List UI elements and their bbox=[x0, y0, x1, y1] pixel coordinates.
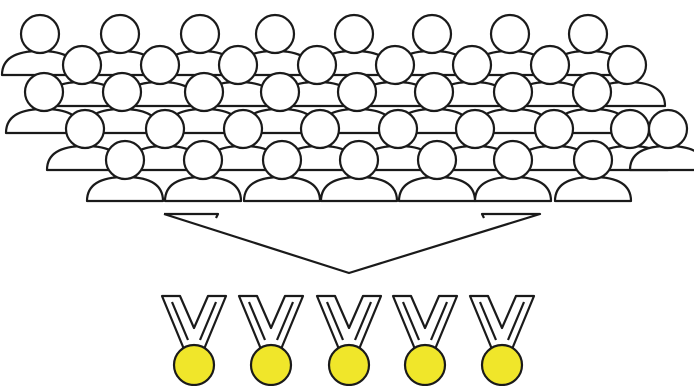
funnel-arrow-icon bbox=[163, 212, 542, 275]
person-icon bbox=[432, 44, 512, 108]
person-head bbox=[144, 108, 186, 150]
medal-ribbon bbox=[391, 294, 459, 356]
person-icon bbox=[120, 44, 200, 108]
medal-disc bbox=[403, 343, 447, 386]
person-body bbox=[553, 175, 633, 203]
person-head bbox=[222, 108, 264, 150]
person-body bbox=[397, 175, 477, 203]
person-head bbox=[254, 13, 296, 55]
person-head bbox=[217, 44, 259, 86]
person-head bbox=[411, 13, 453, 55]
medal-icon bbox=[468, 294, 536, 386]
medal-disc bbox=[480, 343, 524, 386]
person-head bbox=[572, 139, 614, 181]
person-head bbox=[179, 13, 221, 55]
person-head bbox=[451, 44, 493, 86]
person-icon bbox=[553, 139, 633, 203]
person-icon bbox=[80, 13, 160, 77]
medal-icon bbox=[391, 294, 459, 386]
person-icon bbox=[163, 139, 243, 203]
person-icon bbox=[628, 108, 694, 172]
medals-group bbox=[160, 294, 536, 386]
person-head bbox=[567, 13, 609, 55]
person-head bbox=[64, 108, 106, 150]
person-body bbox=[85, 175, 165, 203]
person-head bbox=[259, 71, 301, 113]
medal-icon bbox=[315, 294, 383, 386]
person-head bbox=[19, 13, 61, 55]
medal-disc bbox=[249, 343, 293, 386]
medal-icon bbox=[160, 294, 228, 386]
person-head bbox=[338, 139, 380, 181]
person-head bbox=[296, 44, 338, 86]
person-head bbox=[571, 71, 613, 113]
person-body bbox=[319, 175, 399, 203]
person-icon bbox=[242, 139, 322, 203]
person-icon bbox=[358, 108, 438, 172]
person-head bbox=[183, 71, 225, 113]
person-head bbox=[101, 71, 143, 113]
person-head bbox=[23, 71, 65, 113]
person-head bbox=[99, 13, 141, 55]
person-head bbox=[374, 44, 416, 86]
person-head bbox=[606, 44, 648, 86]
person-body bbox=[163, 175, 243, 203]
person-icon bbox=[397, 139, 477, 203]
person-icon bbox=[85, 139, 165, 203]
person-head bbox=[61, 44, 103, 86]
person-icon bbox=[319, 139, 399, 203]
person-head bbox=[533, 108, 575, 150]
crowd-group bbox=[0, 13, 694, 203]
medal-disc bbox=[327, 343, 371, 386]
person-body bbox=[473, 175, 553, 203]
person-head bbox=[454, 108, 496, 150]
person-body bbox=[242, 175, 322, 203]
person-head bbox=[182, 139, 224, 181]
person-head bbox=[139, 44, 181, 86]
person-head bbox=[609, 108, 651, 150]
medal-icon bbox=[237, 294, 305, 386]
person-head bbox=[104, 139, 146, 181]
person-icon bbox=[0, 13, 80, 77]
person-head bbox=[333, 13, 375, 55]
person-icon bbox=[4, 71, 84, 135]
person-head bbox=[492, 139, 534, 181]
person-head bbox=[489, 13, 531, 55]
person-head bbox=[413, 71, 455, 113]
person-icon bbox=[203, 108, 283, 172]
medal-ribbon bbox=[468, 294, 536, 356]
person-head bbox=[336, 71, 378, 113]
person-icon bbox=[473, 139, 553, 203]
person-head bbox=[492, 71, 534, 113]
person-head bbox=[647, 108, 689, 150]
person-head bbox=[416, 139, 458, 181]
person-head bbox=[377, 108, 419, 150]
person-head bbox=[261, 139, 303, 181]
person-head bbox=[299, 108, 341, 150]
person-icon bbox=[514, 108, 594, 172]
person-head bbox=[529, 44, 571, 86]
medal-disc bbox=[172, 343, 216, 386]
person-icon bbox=[470, 13, 550, 77]
